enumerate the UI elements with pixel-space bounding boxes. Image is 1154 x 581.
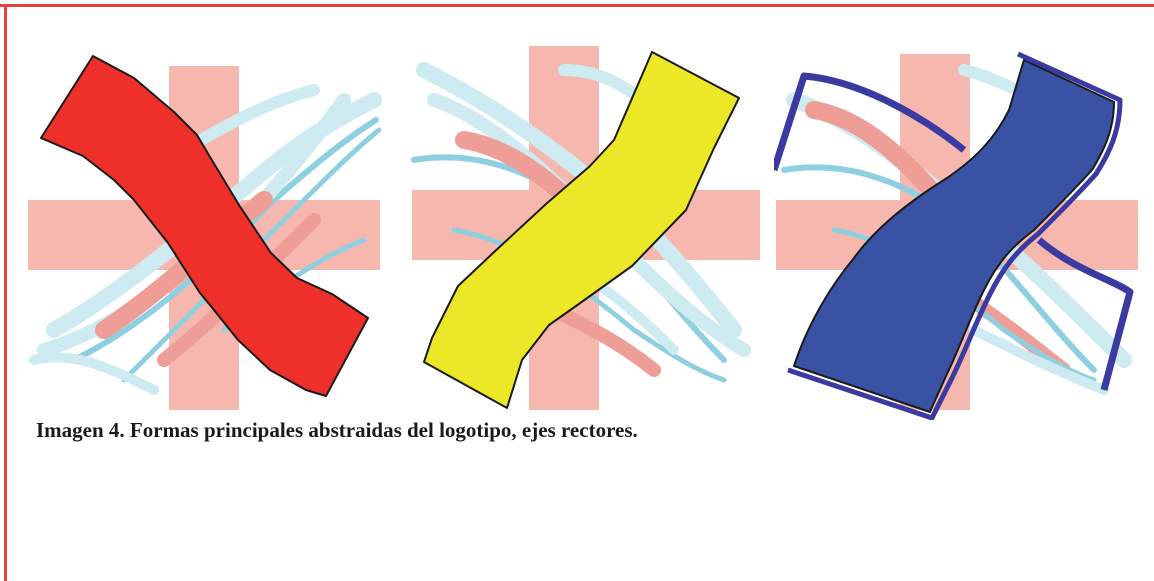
red-band-illustration: [28, 55, 382, 410]
blue-band-shape: [793, 59, 1115, 413]
yellow-band-shape: [423, 51, 740, 409]
logo-figure: [14, 30, 1144, 420]
panel-red: [14, 30, 384, 420]
frame-left-border: [4, 4, 7, 581]
blue-band-illustration: [774, 51, 1138, 420]
blue-band-outline-shape: [787, 51, 1123, 420]
panel-blue: [774, 30, 1144, 420]
panel-yellow: [394, 30, 764, 420]
frame-top-border: [0, 4, 1154, 7]
figure-caption: Imagen 4. Formas principales abstraidas …: [36, 418, 638, 442]
red-band-shape: [40, 55, 369, 397]
outline-curve-shape: [774, 72, 1134, 391]
yellow-band-illustration: [411, 46, 760, 410]
